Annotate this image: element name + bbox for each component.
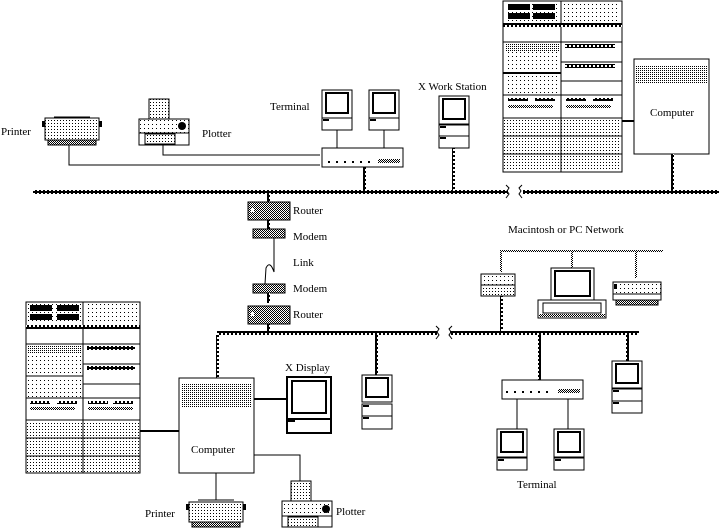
terminal-top-2 bbox=[368, 89, 400, 148]
computer-bottom bbox=[178, 335, 301, 500]
mac-gateway bbox=[480, 273, 516, 331]
top-backbone bbox=[33, 184, 719, 199]
workstation-bottom bbox=[361, 335, 393, 430]
x-display-label: X Display bbox=[285, 362, 330, 374]
mac-printer bbox=[612, 281, 662, 306]
workstation-right bbox=[611, 335, 643, 414]
printer-top bbox=[42, 116, 320, 166]
plotter-bottom-label: Plotter bbox=[336, 506, 366, 518]
mac-network-label: Macintosh or PC Network bbox=[508, 224, 624, 236]
x-work-station bbox=[438, 95, 470, 190]
mac-pc bbox=[537, 267, 607, 319]
equipment-rack-top bbox=[502, 0, 634, 173]
wan-link bbox=[247, 194, 291, 331]
x-work-station-label: X Work Station bbox=[418, 81, 487, 93]
terminal-bottom-label: Terminal bbox=[517, 479, 557, 491]
terminal-server-top bbox=[321, 147, 404, 190]
terminal-top-1 bbox=[321, 89, 353, 148]
computer-top bbox=[633, 58, 710, 190]
router-bottom-label: Router bbox=[293, 309, 323, 321]
terminal-server-bottom bbox=[501, 335, 584, 429]
bottom-backbone bbox=[217, 325, 639, 340]
link-label: Link bbox=[293, 257, 314, 269]
printer-top-label: Printer bbox=[1, 126, 31, 138]
router-top-label: Router bbox=[293, 205, 323, 217]
plotter-top bbox=[138, 98, 320, 156]
plotter-bottom bbox=[281, 480, 333, 528]
terminal-bottom-1 bbox=[496, 428, 528, 471]
x-display bbox=[286, 376, 332, 434]
mac-network bbox=[500, 250, 663, 278]
printer-bottom bbox=[186, 499, 246, 528]
terminal-top-label: Terminal bbox=[270, 101, 310, 113]
computer-top-label: Computer bbox=[650, 107, 694, 119]
modem-bottom-label: Modem bbox=[293, 283, 328, 295]
printer-bottom-label: Printer bbox=[145, 508, 175, 520]
computer-bottom-label: Computer bbox=[191, 444, 235, 456]
modem-top-label: Modem bbox=[293, 231, 328, 243]
plotter-top-label: Plotter bbox=[202, 128, 232, 140]
equipment-rack-bottom bbox=[25, 301, 179, 474]
terminal-bottom-2 bbox=[553, 428, 585, 471]
